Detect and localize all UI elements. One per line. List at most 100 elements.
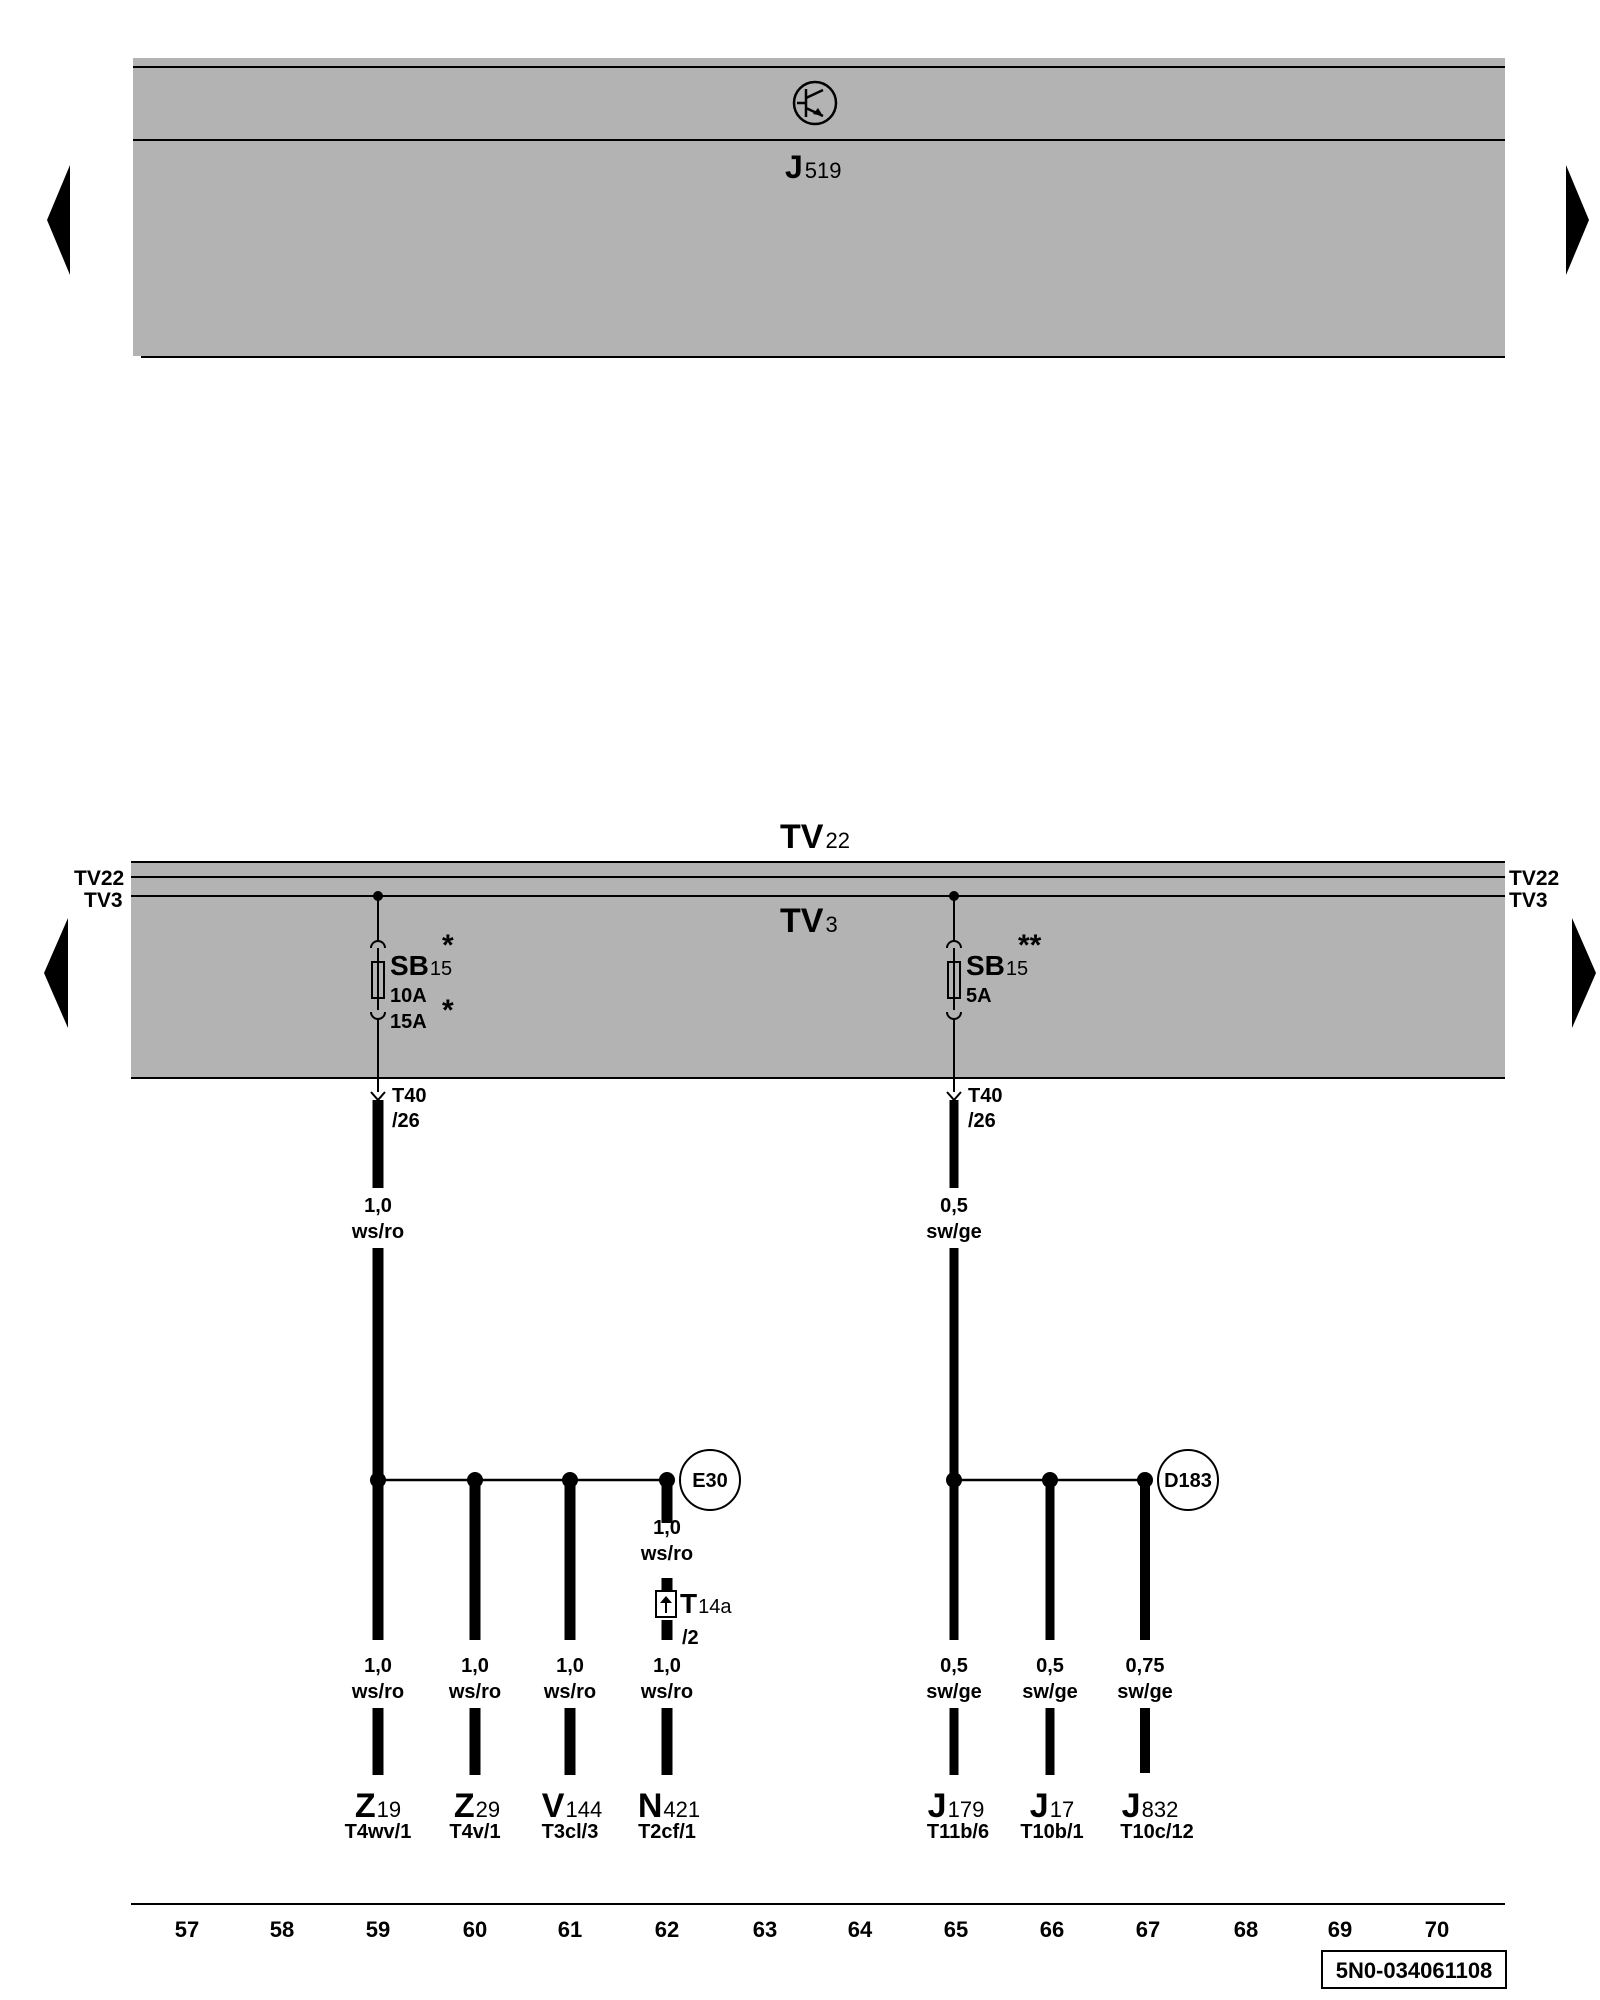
branch-component-sub: 832 [1142,1797,1179,1822]
rail-left-lower: TV3 [84,889,123,912]
fuse1-sub: 15 [430,958,452,980]
fuse1-rating1: 10A [390,985,427,1007]
rail-right-upper: TV22 [1509,867,1559,890]
splice-d183: D183 [1164,1470,1212,1492]
branch-terminal: T2cf/1 [638,1821,696,1843]
branch-component: Z [355,1787,376,1825]
fuse2-pin: /26 [968,1110,996,1132]
top-panel: J519 [133,58,1505,358]
rail-title: TV [780,818,824,856]
branch-59: 1,0 ws/ro Z19 T4wv/1 [345,1655,412,1843]
rail-inner-title: TV [780,902,824,940]
j519-subscript: 519 [805,158,842,183]
grid-number: 62 [655,1917,679,1942]
j519-label: J [785,149,803,185]
fuse2-wire-color: sw/ge [926,1221,982,1243]
grid-number: 58 [270,1917,294,1942]
fuse1-rating2: 15A [390,1011,427,1033]
grid-number: 63 [753,1917,777,1942]
fuse-sb15-left [370,891,386,1102]
branch-component-sub: 179 [948,1797,985,1822]
branch-component: Z [454,1787,475,1825]
branch-65: 0,5 sw/ge J179 T11b/6 [926,1655,989,1843]
branch-61: 1,0 ws/ro V144 T3cl/3 [542,1655,603,1843]
branch-terminal: T4wv/1 [345,1821,412,1843]
grid-number: 61 [558,1917,582,1942]
fuse1-wire-size: 1,0 [364,1195,392,1217]
branch-wire-color: sw/ge [926,1681,982,1703]
fuse2-name: SB [966,950,1005,981]
inline-wire-color: ws/ro [640,1543,693,1565]
connector-plug-icon [655,1590,677,1618]
grid-number: 70 [1425,1917,1449,1942]
svg-text:T14a: T14a [680,1588,732,1619]
branch-component-sub: 421 [663,1797,700,1822]
branch-62: 1,0 ws/ro N421 T2cf/1 [638,1655,700,1843]
grid-number: 59 [366,1917,390,1942]
branch-67: 0,75 sw/ge J832 T10c/12 [1117,1655,1193,1843]
svg-text:J519: J519 [785,149,842,185]
branch-wire-color: ws/ro [640,1681,693,1703]
branch-terminal: T11b/6 [927,1821,989,1843]
next-page-arrow-icon[interactable] [1572,918,1596,1028]
branch-wire-size: 1,0 [556,1655,584,1677]
grid-number: 60 [463,1917,487,1942]
prev-page-arrow-icon[interactable] [47,165,70,275]
inline-connector-name: T [680,1588,697,1619]
wire-group-right [946,1100,1153,1775]
branch-terminal: T3cl/3 [542,1821,599,1843]
branch-component-sub: 19 [377,1797,401,1822]
grid-number: 57 [175,1917,199,1942]
branch-wire-size: 1,0 [364,1655,392,1677]
branch-component-sub: 29 [476,1797,500,1822]
splice-e30: E30 [692,1470,728,1492]
fuse2-rating1: 5A [966,985,992,1007]
transistor-circle-icon [792,80,838,126]
rail-left-upper: TV22 [74,867,124,890]
svg-text:SB15: SB15 [390,950,452,981]
branch-wire-color: ws/ro [351,1681,404,1703]
fuse1-wire-color: ws/ro [351,1221,404,1243]
svg-text:Z19: Z19 [355,1787,401,1825]
fuse2-wire-size: 0,5 [940,1195,968,1217]
branch-terminal: T10c/12 [1120,1821,1193,1843]
rail-right-lower: TV3 [1509,889,1548,912]
fuse2-mark1: ** [1018,929,1042,962]
doc-number: 5N0-034061108 [1336,1958,1493,1983]
grid-number: 67 [1136,1917,1160,1942]
svg-text:N421: N421 [638,1787,700,1825]
rail-title-sub: 22 [825,828,849,853]
grid-number: 64 [848,1917,873,1942]
branch-wire-color: sw/ge [1022,1681,1078,1703]
inline-connector-sub: 14a [698,1596,732,1618]
grid-numbers: 57 58 59 60 61 62 63 64 65 66 67 68 69 7… [175,1917,1449,1942]
svg-text:Z29: Z29 [454,1787,500,1825]
grid-number: 69 [1328,1917,1352,1942]
branch-wire-color: ws/ro [448,1681,501,1703]
branch-component-sub: 17 [1050,1797,1074,1822]
branch-wire-size: 1,0 [461,1655,489,1677]
svg-text:J179: J179 [928,1787,985,1825]
next-page-arrow-icon[interactable] [1566,165,1589,275]
branch-wire-size: 0,5 [1036,1655,1064,1677]
svg-text:TV22: TV22 [780,818,850,856]
grid-number: 65 [944,1917,968,1942]
branch-60: 1,0 ws/ro Z29 T4v/1 [448,1655,501,1843]
branch-66: 0,5 sw/ge J17 T10b/1 [1020,1655,1083,1843]
branch-component: V [542,1787,565,1825]
branch-wire-size: 0,75 [1126,1655,1165,1677]
branch-component-sub: 144 [565,1797,602,1822]
grid-number: 68 [1234,1917,1258,1942]
prev-page-arrow-icon[interactable] [44,918,68,1028]
branch-terminal: T10b/1 [1020,1821,1083,1843]
rail-panel [131,861,1505,1079]
inline-connector-pin: /2 [682,1627,699,1649]
inline-wire-size: 1,0 [653,1517,681,1539]
wire-group-left [370,1100,675,1775]
branch-wire-size: 0,5 [940,1655,968,1677]
fuse2-sub: 15 [1006,958,1028,980]
svg-text:SB15: SB15 [966,950,1028,981]
branch-component: J [928,1787,947,1825]
branch-wire-color: ws/ro [543,1681,596,1703]
fuse2-connector: T40 [968,1085,1002,1107]
